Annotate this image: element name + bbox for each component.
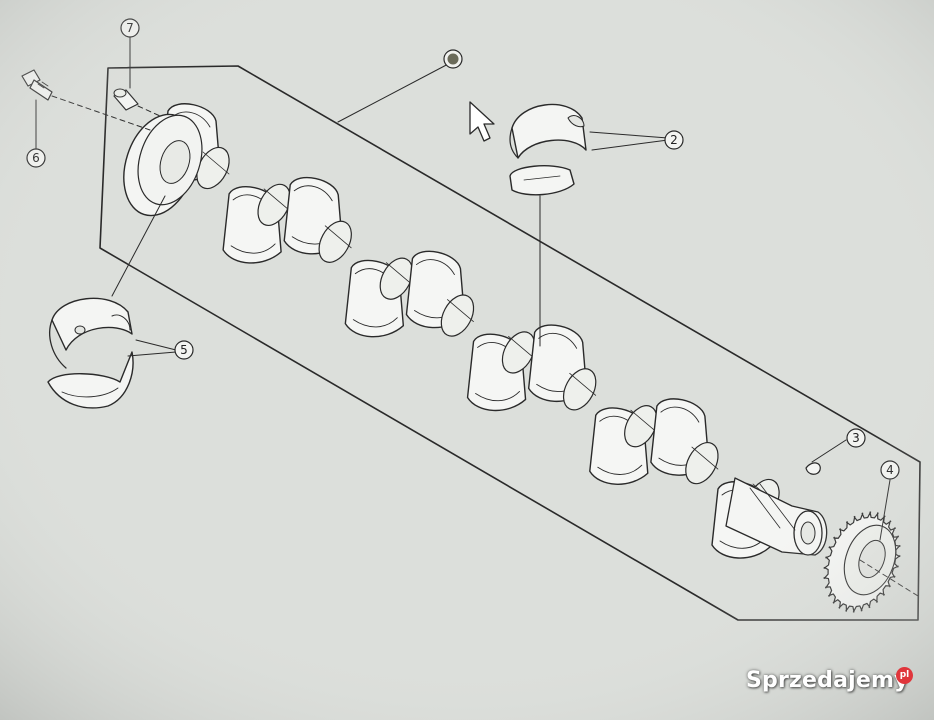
callout-part-7: 7 [120,18,140,38]
callout-part-5: 5 [174,340,194,360]
callout-label: 4 [886,463,894,477]
callout-part-4: 4 [880,460,900,480]
callout-part-2: 2 [664,130,684,150]
callout-label: 6 [32,151,40,165]
callout-label: 5 [180,343,188,357]
callout-part-3: 3 [846,428,866,448]
callout-part-6: 6 [26,148,46,168]
callout-label: 2 [670,133,678,147]
watermark-badge: pl [896,667,913,684]
watermark-brand: Sprzedajemy [746,668,909,693]
assembly-marker-icon [443,49,463,69]
callout-label: 3 [852,431,860,445]
callout-label: 7 [126,21,134,35]
